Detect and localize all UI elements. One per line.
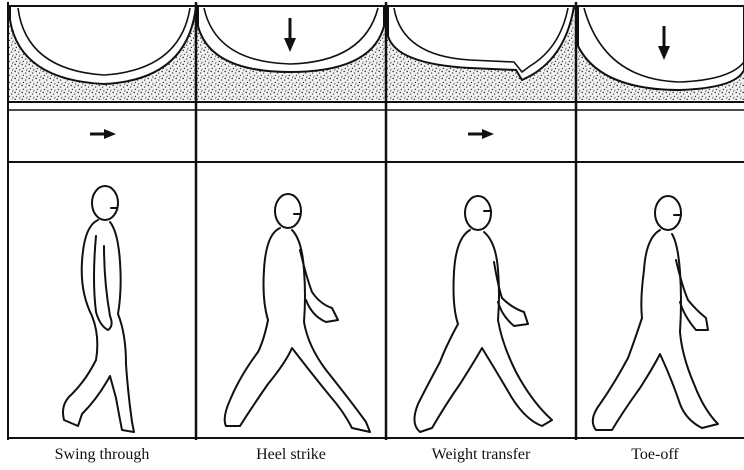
walking-figure-icon <box>593 196 718 430</box>
caption-swing-through: Swing through <box>7 446 197 464</box>
walking-figure-icon <box>414 196 552 432</box>
walking-figure-icon <box>225 194 370 432</box>
walking-figure-icon <box>63 186 134 432</box>
right-arrow-icon <box>90 129 116 139</box>
caption-weight-transfer: Weight transfer <box>386 446 576 464</box>
caption-toe-off: Toe-off <box>560 446 744 464</box>
right-arrow-icon <box>468 129 494 139</box>
caption-heel-strike: Heel strike <box>196 446 386 464</box>
